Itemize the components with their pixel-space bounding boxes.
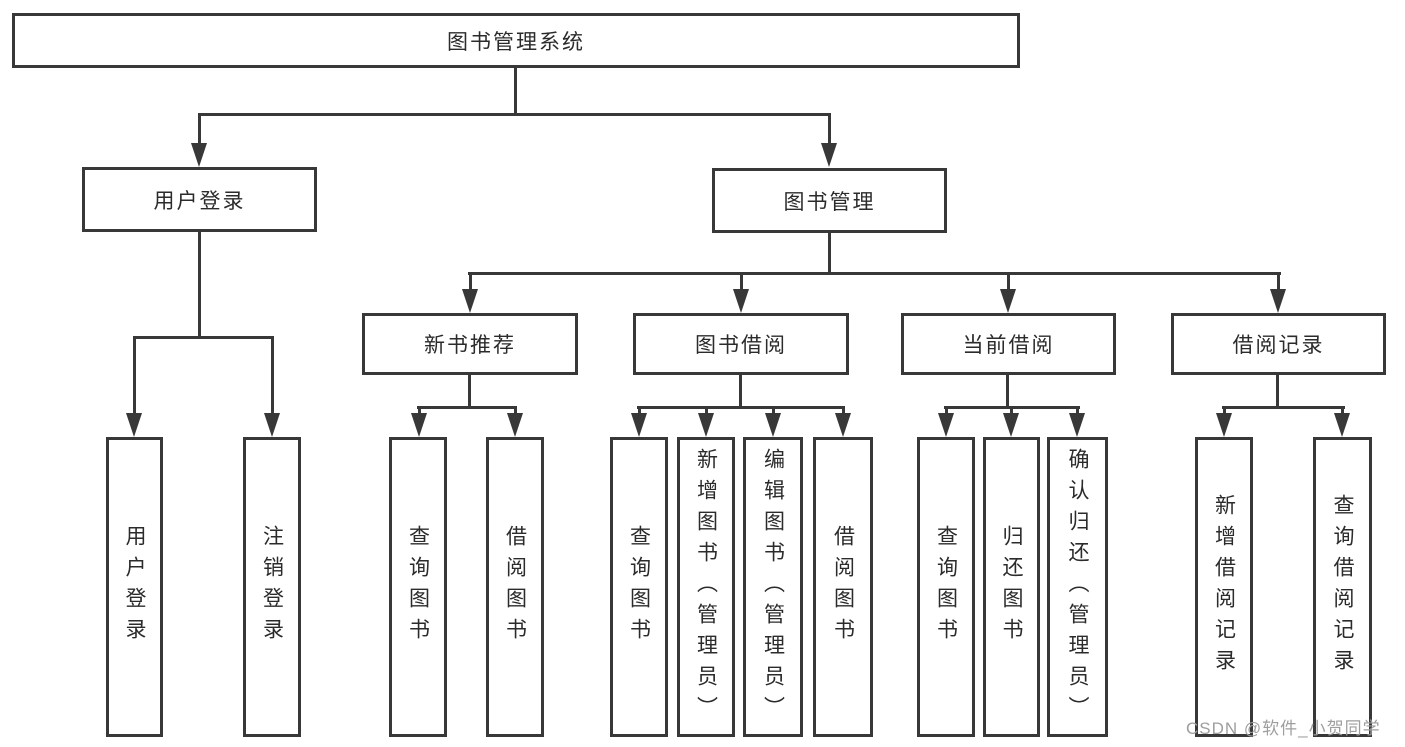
arrow-down-icon xyxy=(698,413,714,437)
connector-line xyxy=(1276,374,1279,409)
arrow-down-icon xyxy=(631,413,647,437)
leaf-add-book-admin-label: 新增图书（管理员） xyxy=(694,447,718,727)
connector-line xyxy=(417,406,517,409)
connector-line xyxy=(1277,272,1280,293)
connector-line xyxy=(739,374,742,409)
leaf-add-borrow-record-label: 新增借阅记录 xyxy=(1212,494,1236,680)
connector-line xyxy=(271,336,274,417)
leaf-query-books-recommend: 查询图书 xyxy=(389,437,447,737)
arrow-down-icon xyxy=(1216,413,1232,437)
leaf-confirm-return-admin: 确认归还（管理员） xyxy=(1047,437,1108,737)
node-book-management: 图书管理 xyxy=(712,168,947,233)
connector-line xyxy=(1010,406,1013,417)
connector-line xyxy=(945,406,948,417)
connector-line xyxy=(1223,406,1226,417)
connector-line xyxy=(1222,406,1345,409)
arrow-down-icon xyxy=(1270,289,1286,313)
arrow-down-icon xyxy=(126,413,142,437)
connector-line xyxy=(198,113,831,116)
leaf-add-borrow-record: 新增借阅记录 xyxy=(1195,437,1253,737)
arrow-down-icon xyxy=(1003,413,1019,437)
connector-line xyxy=(468,272,1281,275)
leaf-add-book-admin: 新增图书（管理员） xyxy=(677,437,735,737)
leaf-query-borrow-record: 查询借阅记录 xyxy=(1313,437,1372,737)
connector-line xyxy=(514,68,517,116)
connector-line xyxy=(772,406,775,417)
connector-line xyxy=(133,336,274,339)
connector-line xyxy=(133,336,136,417)
leaf-query-books-current: 查询图书 xyxy=(917,437,975,737)
node-new-book-recommendation: 新书推荐 xyxy=(362,313,578,375)
connector-line xyxy=(1341,406,1344,417)
leaf-logout: 注销登录 xyxy=(243,437,301,737)
leaf-query-books-borrowing-label: 查询图书 xyxy=(627,525,651,649)
connector-line xyxy=(198,232,201,339)
leaf-return-book: 归还图书 xyxy=(983,437,1040,737)
connector-line xyxy=(418,406,421,417)
leaf-return-book-label: 归还图书 xyxy=(1000,525,1023,649)
leaf-user-login: 用户登录 xyxy=(106,437,163,737)
node-borrowing-records: 借阅记录 xyxy=(1171,313,1386,375)
connector-line xyxy=(828,113,831,147)
leaf-borrow-books-recommend: 借阅图书 xyxy=(486,437,544,737)
arrow-down-icon xyxy=(191,143,207,167)
arrow-down-icon xyxy=(938,413,954,437)
arrow-down-icon xyxy=(411,413,427,437)
connector-line xyxy=(638,406,641,417)
leaf-logout-label: 注销登录 xyxy=(260,525,284,649)
leaf-borrow-books-borrowing-label: 借阅图书 xyxy=(831,525,855,649)
leaf-query-borrow-record-label: 查询借阅记录 xyxy=(1331,494,1354,680)
leaf-query-books-recommend-label: 查询图书 xyxy=(406,525,430,649)
connector-line xyxy=(842,406,845,417)
leaf-borrow-books-borrowing: 借阅图书 xyxy=(813,437,873,737)
connector-line xyxy=(198,113,201,147)
connector-line xyxy=(468,374,471,409)
connector-line xyxy=(637,406,845,409)
connector-line xyxy=(1076,406,1079,417)
arrow-down-icon xyxy=(765,413,781,437)
connector-line xyxy=(514,406,517,417)
node-library-management-system: 图书管理系统 xyxy=(12,13,1020,68)
connector-line xyxy=(469,272,472,293)
node-current-borrowing: 当前借阅 xyxy=(901,313,1116,375)
connector-line xyxy=(705,406,708,417)
arrow-down-icon xyxy=(462,289,478,313)
node-book-borrowing: 图书借阅 xyxy=(633,313,849,375)
connector-line xyxy=(828,233,831,275)
leaf-query-books-current-label: 查询图书 xyxy=(934,525,958,649)
arrow-down-icon xyxy=(1069,413,1085,437)
leaf-query-books-borrowing: 查询图书 xyxy=(610,437,668,737)
connector-line xyxy=(1007,272,1010,293)
leaf-edit-book-admin-label: 编辑图书（管理员） xyxy=(761,447,785,727)
arrow-down-icon xyxy=(1334,413,1350,437)
leaf-confirm-return-admin-label: 确认归还（管理员） xyxy=(1066,447,1089,727)
arrow-down-icon xyxy=(821,143,837,167)
arrow-down-icon xyxy=(733,289,749,313)
watermark: CSDN @软件_小贺同学 xyxy=(1186,719,1381,738)
arrow-down-icon xyxy=(1000,289,1016,313)
arrow-down-icon xyxy=(264,413,280,437)
connector-line xyxy=(740,272,743,293)
arrow-down-icon xyxy=(835,413,851,437)
node-user-login: 用户登录 xyxy=(82,167,317,232)
arrow-down-icon xyxy=(507,413,523,437)
leaf-edit-book-admin: 编辑图书（管理员） xyxy=(743,437,803,737)
leaf-user-login-label: 用户登录 xyxy=(123,525,146,649)
connector-line xyxy=(1006,374,1009,409)
leaf-borrow-books-recommend-label: 借阅图书 xyxy=(503,525,527,649)
